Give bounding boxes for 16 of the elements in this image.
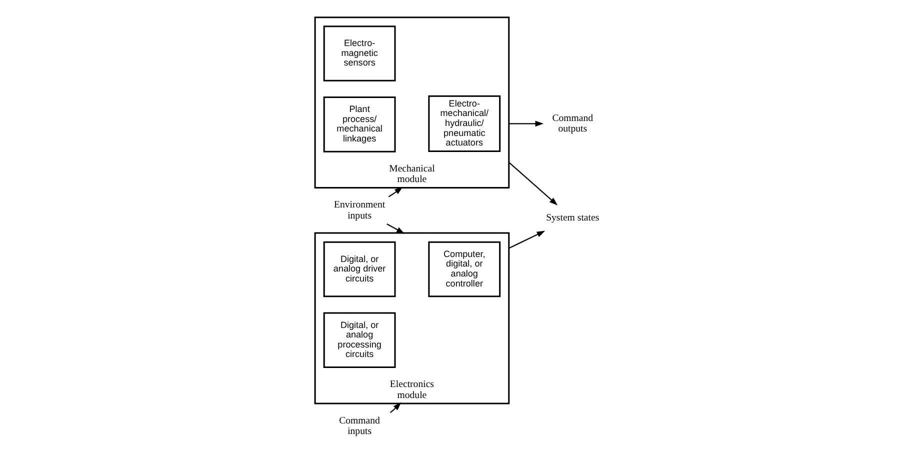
node-text: Command outputs xyxy=(552,112,593,135)
node-text: Environment inputs xyxy=(333,200,385,222)
node-text: Command inputs xyxy=(338,415,380,437)
node-box: Electro- magnetic sensors xyxy=(322,26,396,82)
arrow xyxy=(508,120,544,127)
node-box: Computer, digital, or analog controller xyxy=(428,241,500,298)
arrow xyxy=(388,186,402,198)
node-box: Digital, or analog driver circuits xyxy=(322,241,396,298)
node-text: System states xyxy=(546,212,599,224)
arrow xyxy=(389,402,401,414)
arrow xyxy=(508,162,558,206)
node-box: Plant process/ mechanical linkages xyxy=(322,96,396,152)
node-box: Electro- mechanical/ hydraulic/ pneumatic actuators xyxy=(428,95,500,152)
arrow xyxy=(386,224,404,234)
node-box: Digital, or analog processing circuits xyxy=(322,312,396,368)
arrow xyxy=(508,230,545,249)
